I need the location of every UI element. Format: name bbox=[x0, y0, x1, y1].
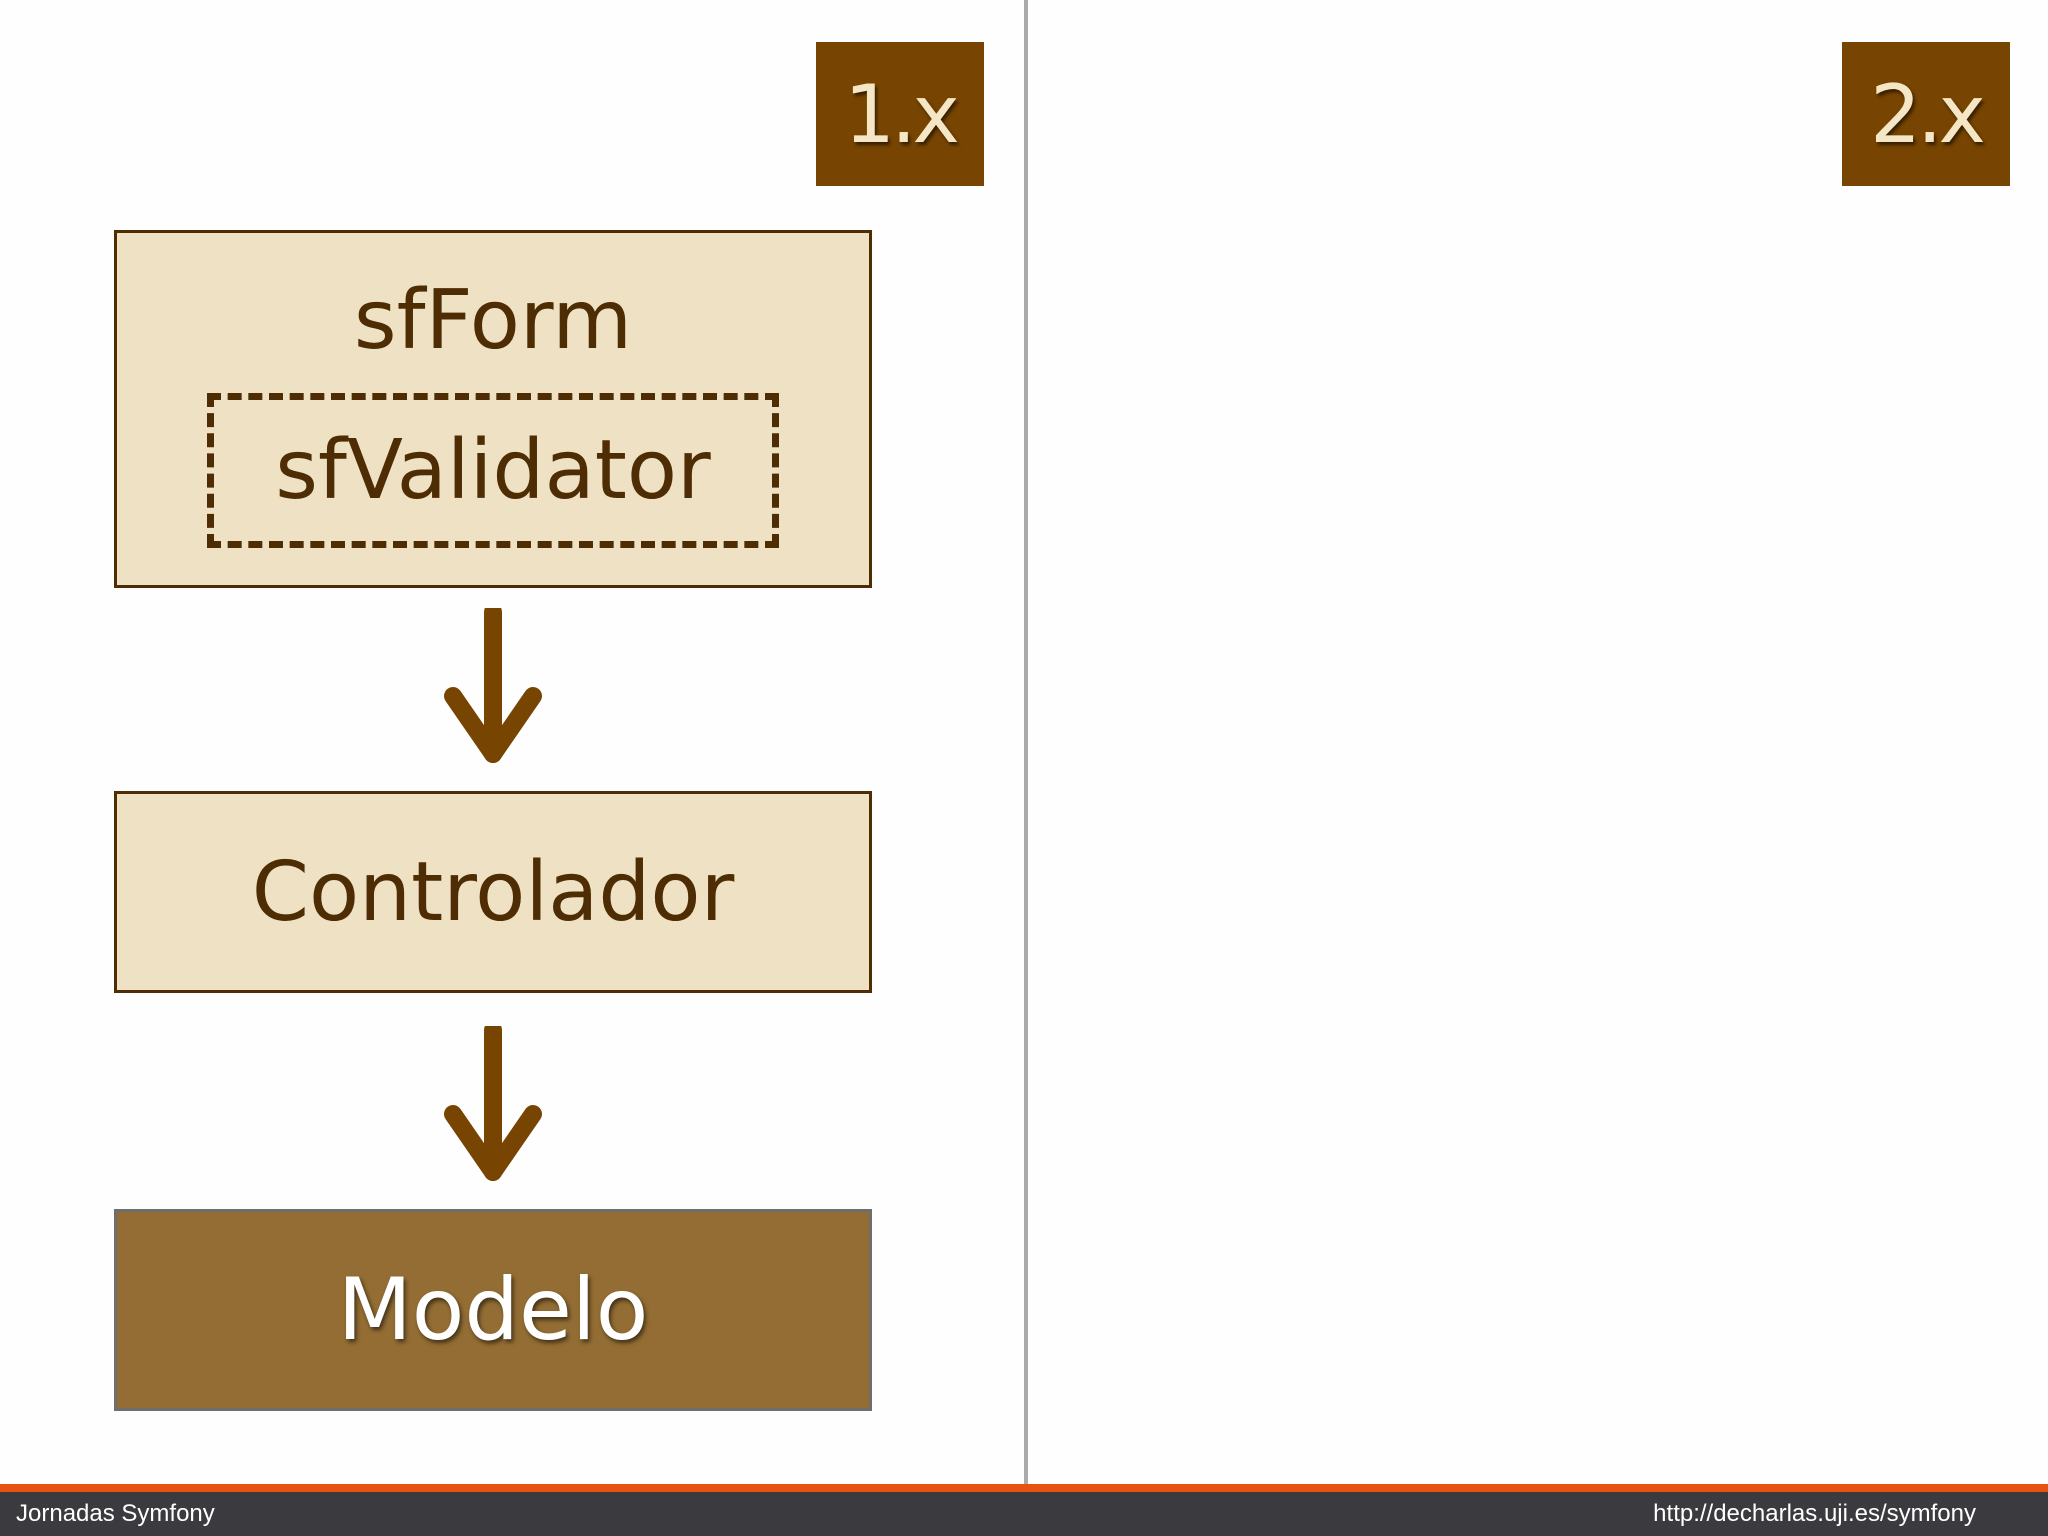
version-badge-2x: 2.x bbox=[1842, 42, 2010, 186]
arrow-down-icon bbox=[444, 1026, 542, 1181]
version-badge-1x: 1.x bbox=[816, 42, 984, 186]
controlador-box: Controlador bbox=[114, 791, 872, 993]
modelo-box: Modelo bbox=[114, 1209, 872, 1411]
column-divider bbox=[1024, 0, 1028, 1484]
sfform-label: sfForm bbox=[353, 273, 633, 368]
footer-accent-bar bbox=[0, 1484, 2048, 1492]
footer-left-text: Jornadas Symfony bbox=[16, 1500, 215, 1527]
sfform-box: sfForm sfValidator bbox=[114, 230, 872, 588]
arrow-down-icon bbox=[444, 608, 542, 763]
footer-url: http://decharlas.uji.es/symfony bbox=[1653, 1500, 1976, 1527]
sfvalidator-label: sfValidator bbox=[275, 423, 711, 518]
sfvalidator-box: sfValidator bbox=[207, 393, 779, 548]
footer: Jornadas Symfony http://decharlas.uji.es… bbox=[0, 1492, 2048, 1536]
modelo-label: Modelo bbox=[337, 1260, 649, 1360]
controlador-label: Controlador bbox=[251, 844, 735, 940]
